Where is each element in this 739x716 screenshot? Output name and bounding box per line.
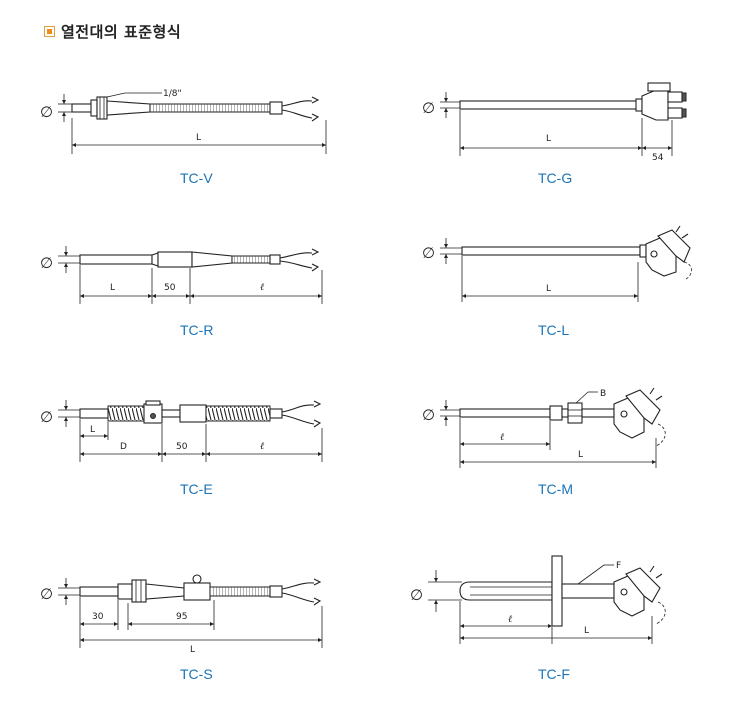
tce-dim-tip: L [90,425,95,435]
tcv-callout-label: 1/8" [163,89,182,99]
tce-caption: TC-E [180,481,213,497]
model-tcl: ∅ L TC-L [422,225,692,338]
tcf-caption: TC-F [538,666,570,682]
diameter-icon: ∅ [422,99,435,117]
tcf-dim-insert: ℓ [508,614,512,625]
diameter-icon: ∅ [422,406,435,424]
tcs-dim-length: L [190,645,195,655]
tcs-dim-tip: 30 [92,612,104,622]
diameter-icon: ∅ [40,103,53,121]
tcl-caption: TC-L [538,322,569,338]
diameter-icon: ∅ [40,585,53,603]
tce-dim-spring: D [120,442,127,452]
model-tce: ∅ L D 50 ℓ TC-E [40,400,323,497]
model-tcf: ∅ F ℓ L TC-F [410,555,666,682]
diameter-icon: ∅ [410,586,423,604]
square-bullet-icon [44,25,55,37]
tcv-caption: TC-V [180,170,213,186]
section-title: 열전대의 표준형식 [61,22,182,41]
diameter-icon: ∅ [422,244,435,262]
section-heading: 열전대의 표준형식 [44,21,181,41]
diameter-icon: ∅ [40,408,53,426]
tcm-dim-insert: ℓ [500,432,504,443]
tcl-dim-length: L [546,284,551,294]
tce-dim-lead: ℓ [260,441,264,452]
tcf-callout-label: F [616,561,621,571]
model-tcr: ∅ L 50 ℓ TC-R [40,246,323,338]
tcr-dim-probe: L [110,283,115,293]
tcg-caption: TC-G [538,170,572,186]
tcm-callout-label: B [600,389,606,399]
tcg-dim-head: 54 [652,153,664,163]
tcg-dim-length: L [546,134,551,144]
model-tcv: ∅ 1/8" L TC-V [40,89,327,186]
tcr-dim-mid: 50 [164,283,176,293]
diameter-icon: ∅ [40,254,53,272]
model-tcg: ∅ L 54 TC-G [422,82,687,186]
tce-dim-mid: 50 [176,442,188,452]
tcv-dim-length: L [196,133,201,143]
model-tcs: ∅ 30 95 L TC-S [40,574,323,682]
model-tcm: ∅ B ℓ L TC-M [422,387,666,497]
tcm-caption: TC-M [538,481,573,497]
tcs-caption: TC-S [180,666,213,682]
tcs-dim-mid: 95 [176,612,187,622]
tcr-caption: TC-R [180,322,213,338]
tcr-dim-lead: ℓ [260,282,264,293]
tcf-dim-length: L [584,626,589,636]
tcm-dim-length: L [578,450,583,460]
